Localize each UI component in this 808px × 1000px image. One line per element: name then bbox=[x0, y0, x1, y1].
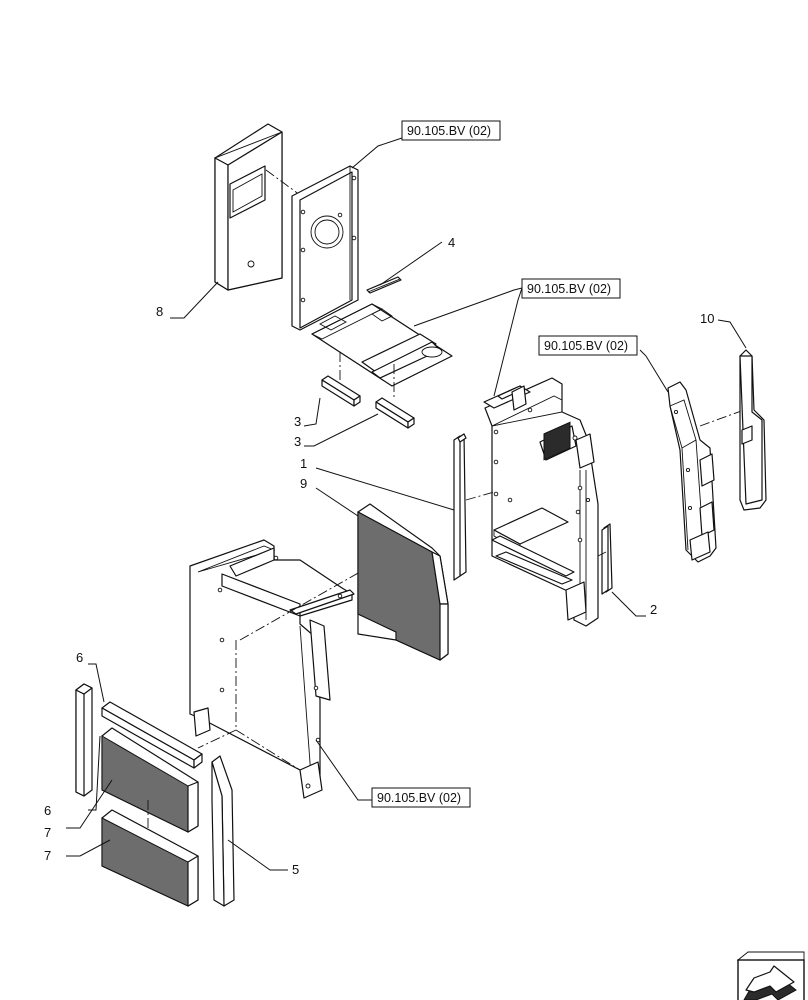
lower-support-frame[interactable] bbox=[189, 539, 355, 799]
callout-8: 8 bbox=[156, 304, 163, 319]
callout-7-lower: 7 bbox=[44, 848, 51, 863]
reference-label-2: 90.105.BV (02) bbox=[527, 282, 611, 296]
part-6-bar-horizontal[interactable] bbox=[101, 701, 203, 769]
callout-7-upper: 7 bbox=[44, 825, 51, 840]
callout-9: 9 bbox=[300, 476, 307, 491]
part-10-side-cover[interactable] bbox=[739, 349, 767, 511]
reference-box-3[interactable]: 90.105.BV (02) bbox=[538, 335, 638, 356]
part-8-window-panel[interactable] bbox=[213, 123, 283, 291]
reference-label-3: 90.105.BV (02) bbox=[544, 339, 628, 353]
part-7-block-upper[interactable] bbox=[101, 727, 199, 833]
part-5-angled-strip[interactable] bbox=[211, 755, 235, 907]
part-7-block-lower[interactable] bbox=[101, 809, 199, 907]
reference-label-1: 90.105.BV (02) bbox=[407, 124, 491, 138]
reference-box-2[interactable]: 90.105.BV (02) bbox=[521, 278, 621, 299]
part-1-tall-strip[interactable] bbox=[453, 433, 467, 581]
reference-box-4[interactable]: 90.105.BV (02) bbox=[371, 787, 471, 808]
callout-1: 1 bbox=[300, 456, 307, 471]
callout-4: 4 bbox=[448, 235, 455, 250]
center-main-frame[interactable] bbox=[483, 377, 599, 627]
part-9-insulation-block[interactable] bbox=[357, 503, 449, 661]
callout-5: 5 bbox=[292, 862, 299, 877]
right-side-frame[interactable] bbox=[667, 381, 717, 563]
part-6-bar-vertical[interactable] bbox=[75, 683, 93, 797]
callout-3-lower: 3 bbox=[294, 434, 301, 449]
callout-10: 10 bbox=[700, 311, 714, 326]
callout-2: 2 bbox=[650, 602, 657, 617]
part-2-strip[interactable] bbox=[601, 523, 613, 595]
part-3-bar-upper[interactable] bbox=[321, 375, 361, 407]
callout-3-upper: 3 bbox=[294, 414, 301, 429]
arrow-next-page-icon[interactable] bbox=[736, 951, 805, 1000]
reference-box-1[interactable]: 90.105.BV (02) bbox=[401, 120, 501, 141]
callout-6-upper: 6 bbox=[76, 650, 83, 665]
part-4-strip[interactable] bbox=[366, 276, 402, 294]
upper-mounting-panel[interactable] bbox=[291, 165, 453, 387]
reference-label-4: 90.105.BV (02) bbox=[377, 791, 461, 805]
part-3-bar-lower[interactable] bbox=[375, 397, 415, 429]
callout-6-lower: 6 bbox=[44, 803, 51, 818]
